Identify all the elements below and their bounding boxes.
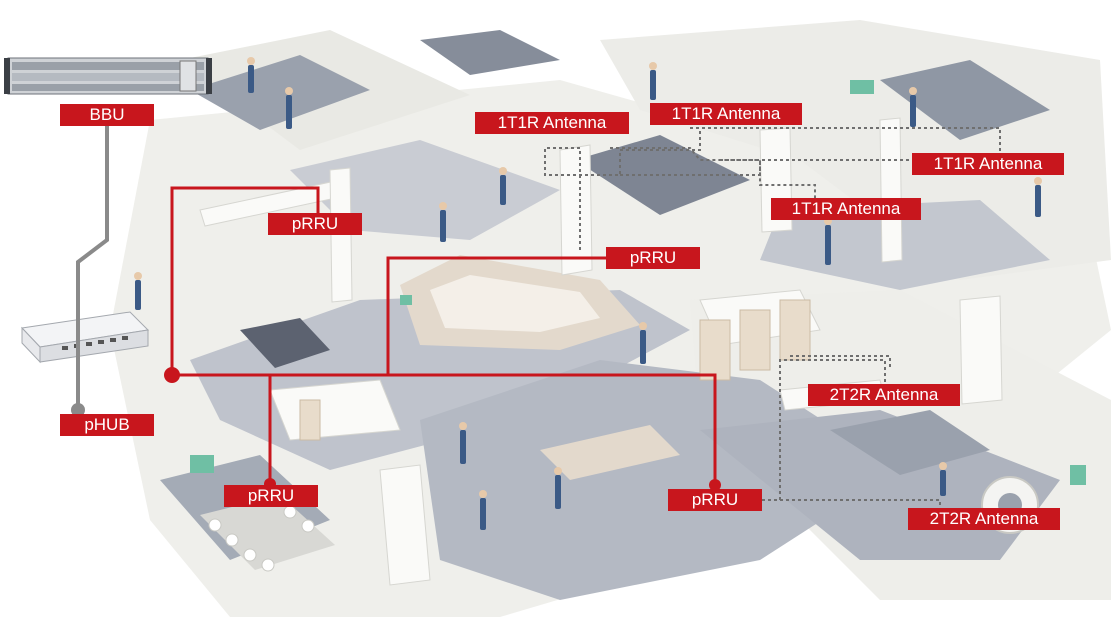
junction-dot-icon [709,479,721,491]
junction-dot-icon [71,403,85,417]
antenna-1t1r-label: 1T1R Antenna [771,198,921,220]
bbu-label: BBU [60,104,154,126]
junction-dot-icon [164,367,180,383]
prru-links [170,186,717,488]
prru-label: pRRU [268,213,362,235]
bbu-device [4,57,212,95]
phub-device [20,311,150,364]
prru-label: pRRU [224,485,318,507]
antenna-2t2r-label: 2T2R Antenna [808,384,960,406]
antenna-1t1r-label: 1T1R Antenna [650,103,802,125]
antenna-1t1r-label: 1T1R Antenna [475,112,629,134]
antenna-1t1r-label: 1T1R Antenna [912,153,1064,175]
bbu-phub-cable [76,120,109,410]
antenna-2t2r-label: 2T2R Antenna [908,508,1060,530]
phub-label: pHUB [60,414,154,436]
prru-label: pRRU [606,247,700,269]
prru-label: pRRU [668,489,762,511]
